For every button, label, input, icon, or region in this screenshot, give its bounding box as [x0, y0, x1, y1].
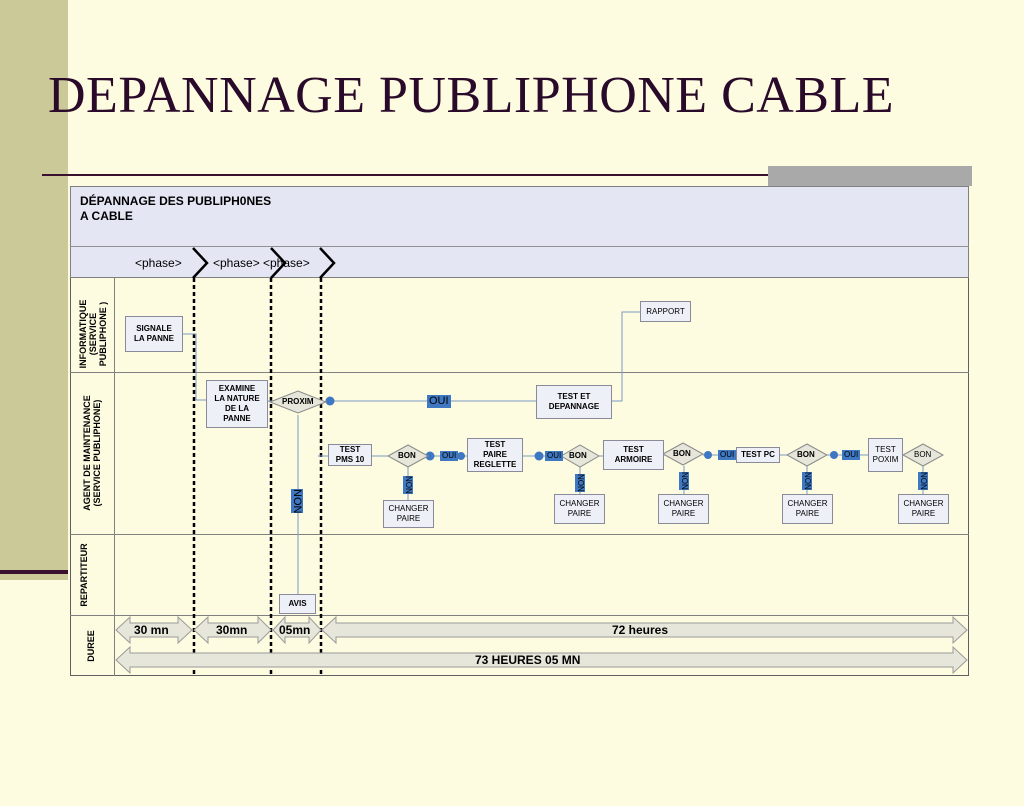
sidebar-rule [0, 570, 68, 574]
duration-phase2: 30mn [216, 623, 248, 637]
decision-diamonds [268, 390, 945, 468]
duration-phase4: 72 heures [612, 623, 669, 637]
duration-phase1: 30 mn [134, 623, 169, 637]
non-label: NON [918, 472, 928, 490]
duration-total: 73 HEURES 05 MN [475, 653, 581, 667]
decision-bon-label: BON [569, 451, 587, 460]
avis-box: AVIS [279, 594, 316, 614]
slide-title: DEPANNAGE PUBLIPHONE CABLE [48, 67, 895, 124]
oui-label: OUI [545, 451, 564, 461]
changer-paire-box: CHANGER PAIRE [383, 500, 434, 528]
lane-label-column [70, 278, 115, 676]
phase-chevrons [192, 247, 336, 279]
decision-bon-label: BON [914, 450, 932, 459]
lane-divider [70, 534, 969, 535]
oui-label: OUI [440, 451, 459, 461]
lane-divider [70, 615, 969, 616]
test-paire-reglette-box: TEST PAIRE REGLETTE [467, 438, 523, 472]
rapport-box: RAPPORT [640, 301, 691, 322]
decision-bon-label: BON [398, 451, 416, 460]
changer-paire-box: CHANGER PAIRE [658, 494, 709, 524]
slide-sidebar [0, 0, 68, 580]
test-armoire-box: TEST ARMOIRE [603, 440, 664, 470]
non-label: NON [575, 474, 585, 492]
non-label: NON [802, 472, 812, 490]
test-depannage-box: TEST ET DEPANNAGE [536, 385, 612, 419]
oui-label: OUI [842, 450, 861, 460]
header-separator [70, 246, 969, 247]
oui-label: OUI [427, 395, 451, 408]
non-label: NON [291, 489, 303, 514]
accent-bar [768, 166, 972, 186]
changer-paire-box: CHANGER PAIRE [898, 494, 949, 524]
phase-label-1: <phase> [135, 256, 182, 270]
lane-divider [70, 372, 969, 373]
decision-bon-label: BON [673, 449, 691, 458]
non-label: NON [679, 472, 689, 490]
duration-arrows [115, 615, 968, 675]
changer-paire-box: CHANGER PAIRE [554, 494, 605, 524]
decision-bon-label: BON [797, 450, 815, 459]
oui-label: OUI [718, 450, 737, 460]
title-rule [42, 174, 972, 176]
changer-paire-box: CHANGER PAIRE [782, 494, 833, 524]
duration-phase3: 05mn [279, 623, 311, 637]
decision-proxim-label: PROXIM [282, 397, 314, 406]
non-label: NON [403, 476, 413, 494]
diagram-title: DÉPANNAGE DES PUBLIPH0NES A CABLE [80, 194, 272, 223]
test-pc-box: TEST PC [736, 447, 780, 463]
examine-nature-box: EXAMINE LA NATURE DE LA PANNE [206, 380, 268, 428]
diagram-header [70, 186, 969, 278]
test-pms-box: TEST PMS 10 [328, 444, 372, 466]
signale-panne-box: SIGNALE LA PANNE [125, 316, 183, 352]
phase-label-2: <phase> [213, 256, 260, 270]
test-poxim-box: TEST POXIM [868, 438, 903, 472]
phase-dividers [192, 278, 323, 676]
